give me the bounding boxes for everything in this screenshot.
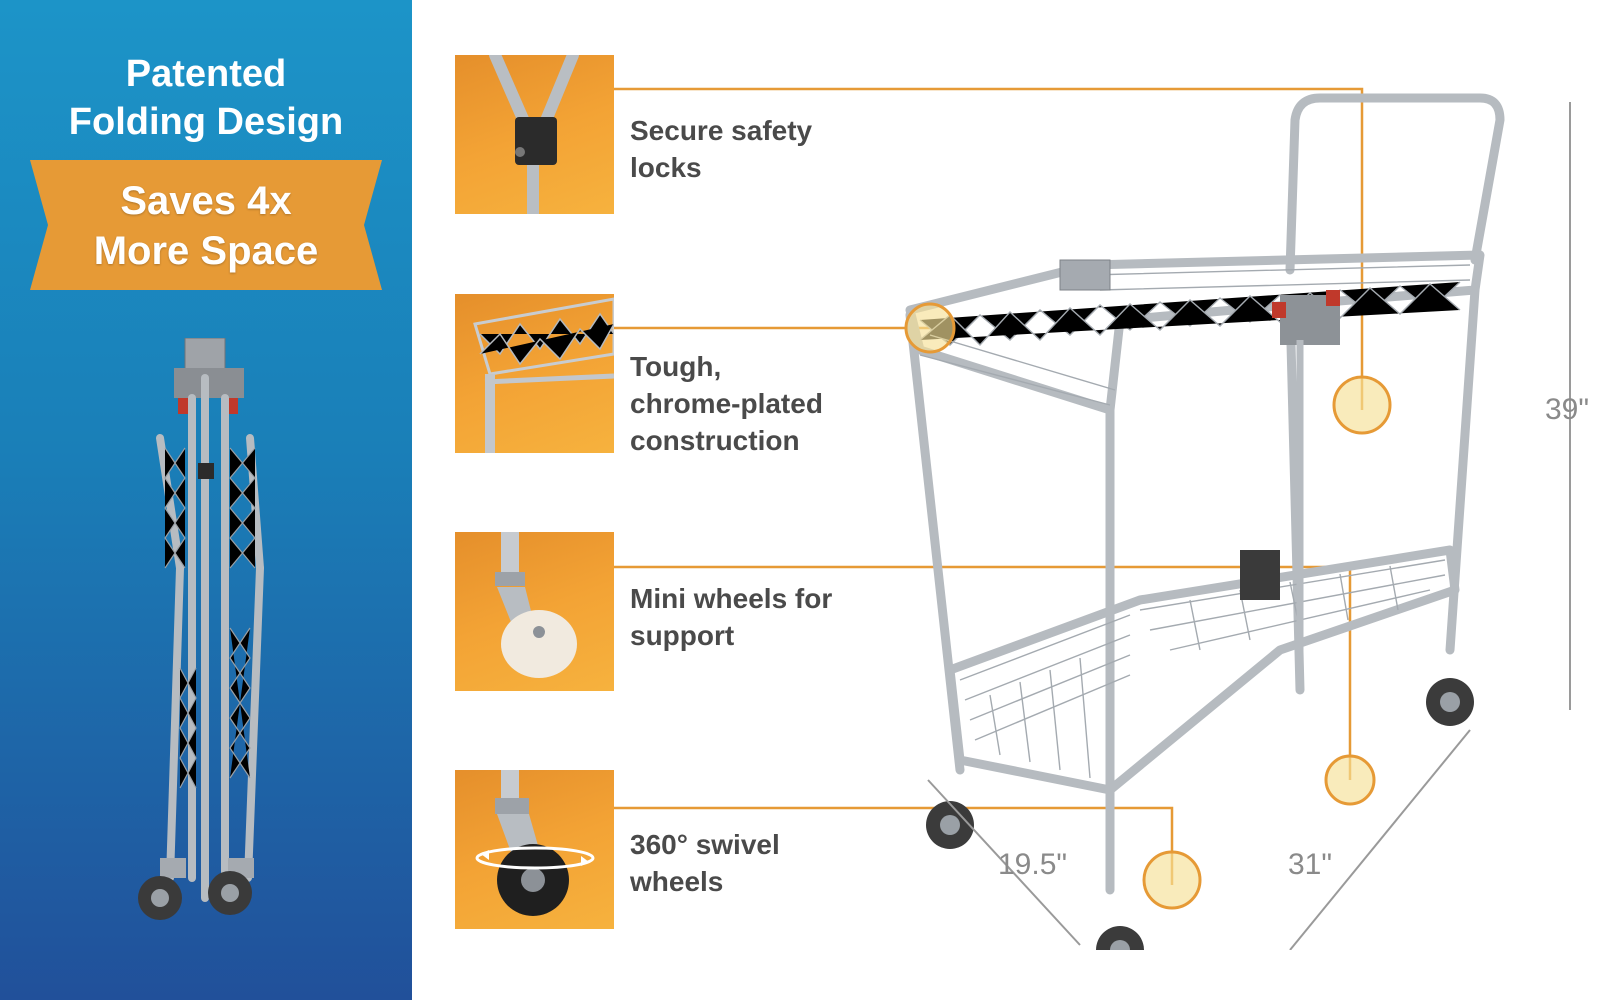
feature-4-line-1: 360° swivel bbox=[630, 829, 780, 860]
headline-line-2: Folding Design bbox=[68, 101, 344, 143]
width-dimension: 31" bbox=[1288, 848, 1333, 881]
feature-text-swivel-wheels: 360° swivel wheels bbox=[630, 826, 780, 900]
feature-thumb-chrome-construction bbox=[455, 294, 614, 453]
feature-2-line-3: construction bbox=[630, 425, 800, 456]
feature-1-line-2: locks bbox=[630, 152, 702, 183]
space-saving-ribbon: Saves 4x More Space bbox=[30, 160, 382, 290]
feature-2-line-2: chrome-plated bbox=[630, 388, 823, 419]
height-dimension: 39" bbox=[1545, 393, 1590, 426]
feature-4-line-2: wheels bbox=[630, 866, 724, 897]
cart-image bbox=[904, 93, 1505, 950]
feature-1-line-1: Secure safety bbox=[630, 115, 813, 146]
feature-3-line-2: support bbox=[630, 620, 735, 651]
headline-line-1: Patented bbox=[125, 53, 287, 95]
promo-panel: Patented Folding Design Saves 4x More Sp… bbox=[0, 0, 412, 1000]
wire-shelf-icon bbox=[473, 297, 614, 453]
feature-text-safety-lock: Secure safety locks bbox=[630, 112, 812, 186]
ribbon-shape bbox=[30, 160, 382, 290]
folded-cart-image bbox=[138, 338, 264, 920]
depth-dimension: 19.5" bbox=[998, 848, 1068, 881]
feature-2-line-1: Tough, bbox=[630, 351, 722, 382]
swivel-wheel-icon bbox=[475, 770, 595, 916]
feature-3-line-1: Mini wheels for bbox=[630, 583, 833, 614]
feature-thumb-safety-lock bbox=[455, 55, 614, 214]
ribbon-line-2: More Space bbox=[93, 229, 319, 273]
mini-wheel-icon bbox=[495, 532, 577, 678]
feature-text-mini-wheels: Mini wheels for support bbox=[630, 580, 832, 654]
height-dimension-line bbox=[1569, 102, 1571, 710]
panel-headline: Patented Folding Design bbox=[0, 50, 412, 146]
feature-thumb-mini-wheels bbox=[455, 532, 614, 691]
ribbon-line-1: Saves 4x bbox=[120, 179, 292, 223]
feature-text-chrome-construction: Tough, chrome-plated construction bbox=[630, 348, 823, 459]
safety-lock-icon bbox=[489, 55, 579, 214]
feature-thumb-swivel-wheels bbox=[455, 770, 614, 929]
